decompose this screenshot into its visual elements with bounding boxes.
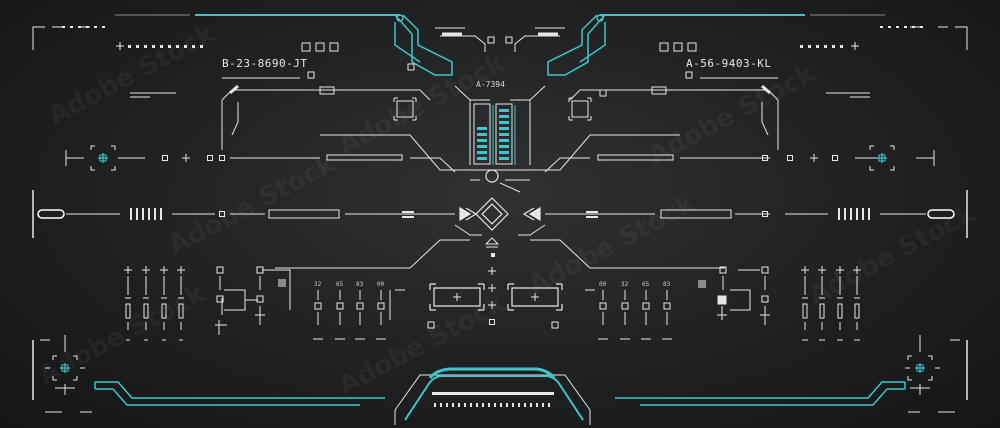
main-row-bars [130,208,870,220]
top-left-squares [301,42,415,95]
top-center-connectors [435,27,565,52]
left-readout-2: 65 [336,281,344,288]
right-readout-3: 65 [642,281,650,288]
center-code-label: A-7394 [476,80,505,89]
top-left-bracket [394,14,453,76]
lower-connectors [275,239,725,269]
bottom-right-bracket [615,381,906,406]
center-panel-left [429,283,485,311]
left-readout-4: 00 [377,281,385,288]
left-readout-ticks [313,289,405,340]
left-readout-3: 83 [356,281,364,288]
right-readout-2: 32 [621,281,629,288]
right-readout-1: 00 [599,281,607,288]
upper-mid-row [65,150,935,173]
center-node [485,169,499,183]
chip-right [568,97,592,121]
left-readout-1: 32 [314,281,322,288]
bottom-center-ticks [434,403,550,407]
center-level-meter [454,85,546,165]
center-diamond [459,197,541,231]
center-eject [454,224,546,248]
right-mid-cluster [698,266,770,325]
top-right-squares [599,42,697,97]
right-readout-ticks [585,289,672,340]
bottom-center-console [394,367,591,425]
main-row [32,190,968,238]
upper-structure [130,84,870,171]
center-panel-right [507,283,563,311]
left-mid-cluster [215,266,291,335]
top-dotted-lines [62,26,923,48]
left-slider-bank [123,265,186,341]
top-frame [32,14,968,50]
left-code-label: B-23-8690-JT [222,57,308,70]
right-code-label: A-56-9403-KL [686,57,772,70]
bottom-left-bracket [94,381,385,406]
right-readout-4: 83 [663,281,671,288]
right-slider-bank [800,265,862,341]
bottom-frame [32,339,968,413]
chip-left [393,97,417,121]
top-right-bracket [547,14,606,76]
